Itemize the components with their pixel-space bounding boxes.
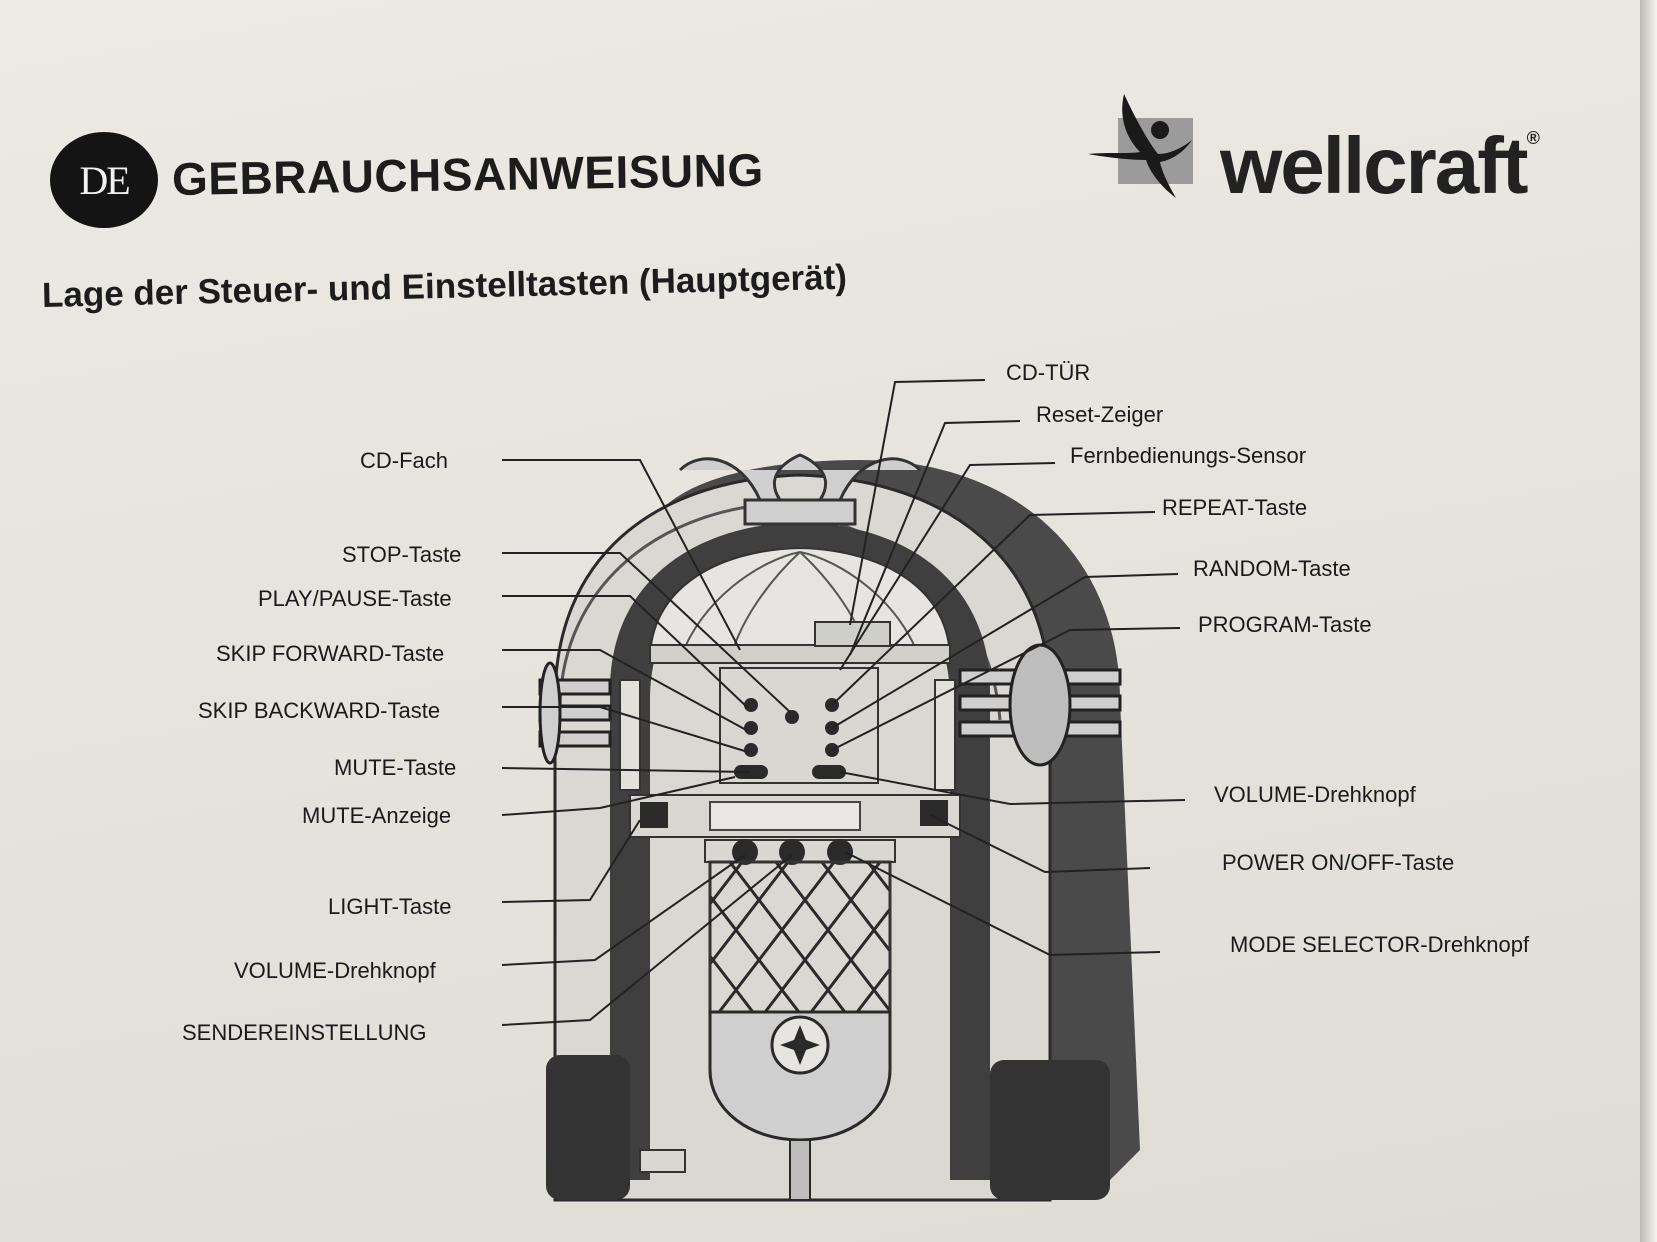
cd-door [814,621,891,647]
registered-mark: ® [1526,128,1540,148]
label-skip-forward-taste: SKIP FORWARD-Taste [216,641,445,666]
label-volume-drehknopf-right: VOLUME-Drehknopf [1214,782,1416,807]
label-reset-zeiger: Reset-Zeiger [1036,402,1164,427]
brand-logo: wellcraft® [1088,90,1588,210]
jukebox-inner-band [610,522,990,1180]
right-side-ornament [958,643,1122,767]
dancer-logo-icon [1088,94,1193,198]
label-play-pause-taste: PLAY/PAUSE-Taste [258,586,452,611]
label-skip-backward-taste: SKIP BACKWARD-Taste [198,698,441,723]
label-fernbedienungs-sensor: Fernbedienungs-Sensor [1070,443,1307,468]
label-repeat-taste: REPEAT-Taste [1162,495,1308,520]
top-ornament [678,453,922,502]
label-stop-taste: STOP-Taste [342,542,462,567]
label-mute-taste: MUTE-Taste [334,755,457,780]
label-volume-drehknopf-left: VOLUME-Drehknopf [234,958,436,983]
page-edge [1640,0,1657,1242]
leader-lines-right [831,379,1186,957]
left-side-ornament [538,661,612,765]
label-random-taste: RANDOM-Taste [1193,556,1351,581]
speaker-grille [708,860,892,1014]
knobs [732,839,853,865]
label-sendereinstellung: SENDEREINSTELLUNG [182,1020,427,1045]
brand-name: wellcraft® [1220,120,1540,212]
language-badge-text: DE [79,157,130,203]
right-foot [990,1060,1110,1200]
label-program-taste: PROGRAM-Taste [1198,612,1372,637]
label-power-taste: POWER ON/OFF-Taste [1222,850,1455,875]
label-cd-tuer: CD-TÜR [1006,360,1091,385]
label-mode-selector: MODE SELECTOR-Drehknopf [1230,932,1530,957]
left-foot [546,1055,630,1200]
language-badge: DE [50,132,158,228]
leader-lines-left [501,459,793,1026]
label-cd-fach: CD-Fach [360,448,449,473]
cd-tray [649,644,951,664]
brand-name-text: wellcraft [1220,121,1529,210]
label-light-taste: LIGHT-Taste [328,894,452,919]
label-mute-anzeige: MUTE-Anzeige [302,803,452,828]
